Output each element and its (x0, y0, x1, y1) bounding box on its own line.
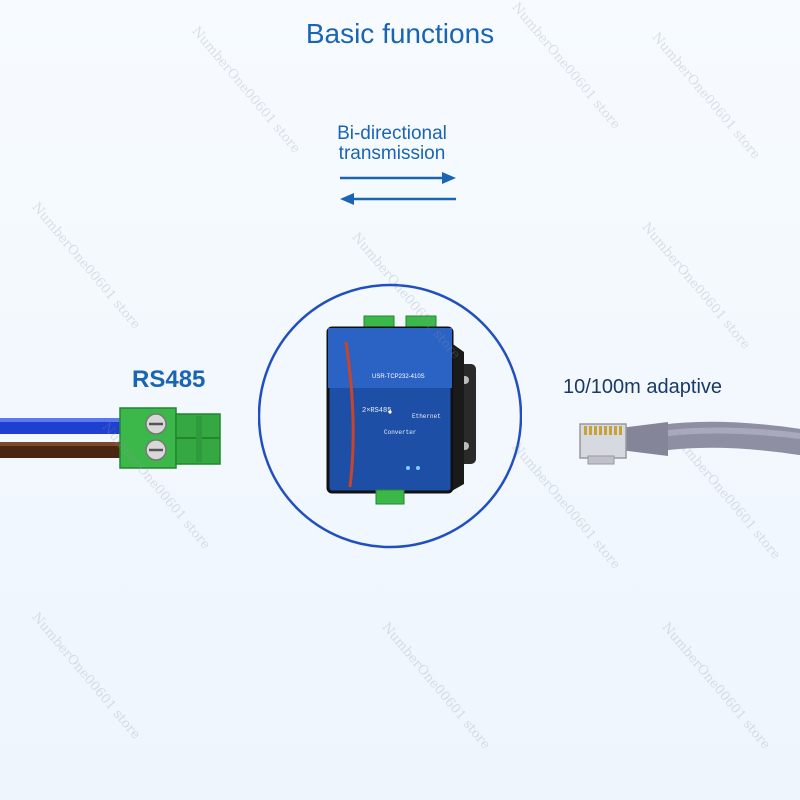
bidirectional-caption: Bi-directional transmission (292, 124, 492, 164)
rj45-cable-icon (579, 421, 800, 465)
device-highlight-circle (257, 283, 523, 549)
converter-device-frame: USR-TCP232-410S 2×RS485 Ethernet Convert… (257, 282, 523, 555)
right-arrow-icon (340, 172, 456, 184)
bidirectional-line1: Bi-directional (337, 123, 447, 144)
bidirectional-arrows (340, 172, 456, 205)
watermark: NumberOne00601 store (28, 610, 143, 743)
bidirectional-line2: transmission (338, 143, 446, 164)
ethernet-label: 10/100m adaptive (563, 376, 723, 398)
watermark: NumberOne00601 store (658, 620, 773, 753)
device-line2-text: Ethernet (412, 413, 441, 420)
device-line1-text: 2×RS485 (362, 407, 391, 415)
rs485-label: RS485 (132, 366, 206, 393)
device-model-text: USR-TCP232-410S (372, 374, 425, 380)
left-arrow-icon (340, 193, 456, 205)
watermark: NumberOne00601 store (28, 200, 143, 333)
watermark: NumberOne00601 store (638, 220, 753, 353)
device-line3-text: Converter (384, 429, 417, 436)
brown-wire (0, 442, 130, 458)
page-title: Basic functions (305, 18, 495, 49)
converter-device-icon: USR-TCP232-410S 2×RS485 Ethernet Convert… (326, 315, 476, 505)
watermark: NumberOne00601 store (378, 620, 493, 753)
blue-wire (0, 418, 130, 434)
rs485-wires-and-terminal (0, 407, 221, 469)
terminal-block-icon (119, 407, 221, 469)
